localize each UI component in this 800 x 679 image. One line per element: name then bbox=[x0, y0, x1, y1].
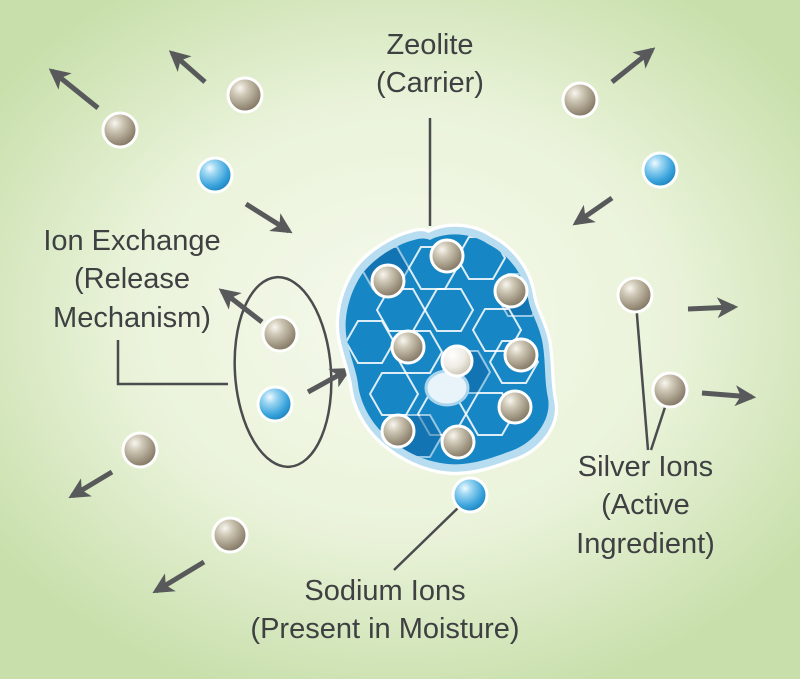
ion-exchange-label-line2: (Release bbox=[73, 263, 191, 296]
zeolite-label-line2: (Carrier) bbox=[376, 67, 484, 100]
silver-ions-label: Silver Ions (Active Ingredient) bbox=[528, 448, 763, 563]
silver-ion bbox=[561, 81, 599, 119]
arrow-exchange-out bbox=[218, 288, 264, 324]
sodium-ions-label-line1: Sodium Ions bbox=[304, 575, 466, 607]
arrow-up-left bbox=[48, 68, 100, 110]
silver-ion bbox=[211, 516, 249, 554]
zeolite-bound-silver-ions bbox=[370, 238, 539, 460]
sodium-label-line bbox=[393, 504, 462, 571]
silver-ion bbox=[651, 371, 689, 409]
silver-ion bbox=[503, 337, 539, 373]
silver-ion bbox=[121, 431, 159, 469]
sodium-ion bbox=[196, 156, 234, 194]
zeolite-label: Zeolite (Carrier) bbox=[330, 26, 530, 103]
free-ions bbox=[101, 76, 689, 554]
ion-exchange-label: Ion Exchange (Release Mechanism) bbox=[12, 222, 252, 337]
ion-exchange-group bbox=[218, 275, 352, 469]
silver-ion bbox=[440, 424, 476, 460]
silver-ion bbox=[390, 329, 426, 365]
arrow-toward-zeolite bbox=[572, 195, 614, 226]
silver-ion bbox=[616, 276, 654, 314]
arrow-toward-zeolite bbox=[244, 201, 293, 234]
sodium-ion bbox=[451, 476, 489, 514]
silver-ions-label-line3: Ingredient) bbox=[576, 527, 715, 560]
silver-ion bbox=[493, 273, 529, 309]
silver-ion bbox=[226, 76, 264, 114]
arrow-up-right bbox=[610, 47, 656, 84]
silver-label-line-1 bbox=[634, 302, 650, 451]
zeolite-label-line1: Zeolite bbox=[386, 29, 474, 61]
arrow-right bbox=[687, 297, 739, 319]
silver-ions-label-line1: Silver Ions bbox=[577, 451, 714, 483]
silver-ion bbox=[429, 238, 465, 274]
arrow-down-left bbox=[68, 469, 114, 499]
arrow-up-left bbox=[168, 50, 207, 84]
silver-ion bbox=[380, 413, 416, 449]
ion-exchange-label-line1: Ion Exchange bbox=[43, 225, 221, 257]
release-arrows bbox=[48, 47, 757, 594]
arrow-right bbox=[701, 385, 757, 407]
sodium-ions-label: Sodium Ions (Present in Moisture) bbox=[175, 572, 595, 649]
silver-ion bbox=[101, 111, 139, 149]
silver-ion bbox=[497, 389, 533, 425]
arrow-down-left bbox=[152, 559, 206, 594]
arrow-exchange-in bbox=[306, 367, 352, 395]
silver-ion bbox=[261, 315, 299, 353]
sodium-ions-label-line2: (Present in Moisture) bbox=[250, 613, 520, 646]
sodium-ion bbox=[641, 151, 679, 189]
ion-exchange-label-line3: Mechanism) bbox=[53, 301, 211, 334]
zeolite-structure bbox=[335, 223, 559, 476]
sodium-ion bbox=[256, 385, 294, 423]
silver-ions-label-line2: (Active bbox=[601, 489, 690, 522]
connector-lines bbox=[116, 118, 670, 571]
ion-exchange-label-line bbox=[116, 340, 228, 386]
silver-ion-highlight bbox=[440, 344, 474, 378]
silver-ion bbox=[370, 263, 406, 299]
